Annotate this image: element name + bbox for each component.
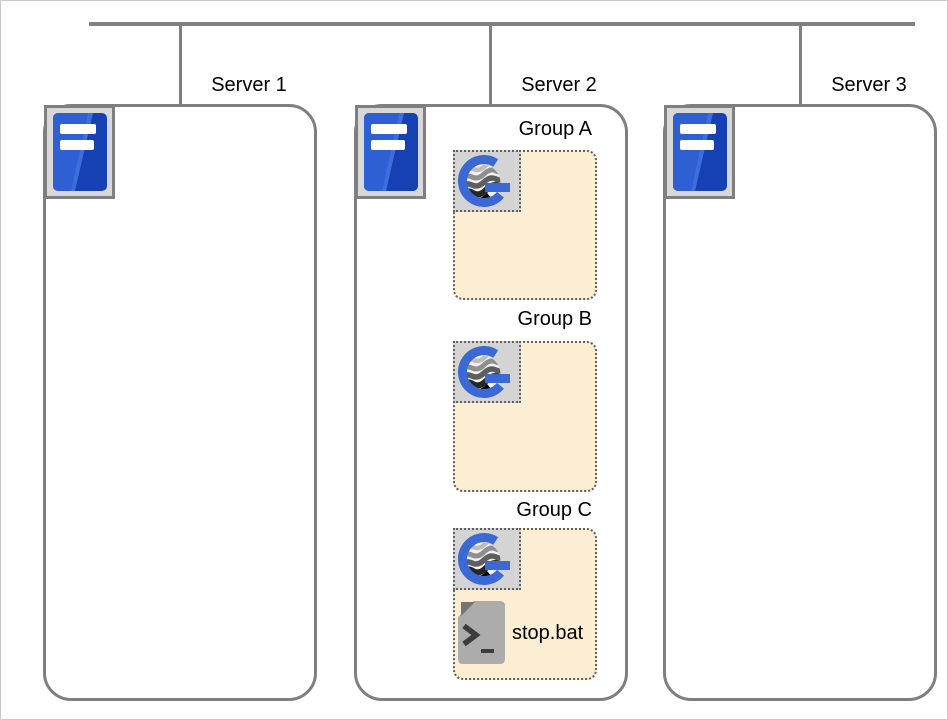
server2-label: Server 2 xyxy=(521,74,597,96)
g-application-icon xyxy=(453,528,521,590)
server-tower-icon xyxy=(355,105,426,199)
g-application-icon xyxy=(453,341,521,403)
server2-box: Group A Group B Group C stop.bat xyxy=(354,104,628,701)
connector-server3 xyxy=(799,23,802,107)
group-a-label: Group A xyxy=(518,118,592,140)
connector-server2 xyxy=(489,23,492,107)
server1-label: Server 1 xyxy=(211,74,287,96)
group-a-box xyxy=(453,150,597,300)
server3-label: Server 3 xyxy=(831,74,907,96)
network-bus-line xyxy=(89,22,915,26)
group-c-box: stop.bat xyxy=(453,528,597,680)
g-application-icon xyxy=(453,150,521,212)
connector-server1 xyxy=(179,23,182,107)
group-c-label: Group C xyxy=(516,499,592,521)
script-file-icon xyxy=(457,600,506,665)
server-tower-icon xyxy=(664,105,735,199)
file-stop-bat: stop.bat xyxy=(457,600,583,665)
group-b-box xyxy=(453,341,597,492)
group-b-label: Group B xyxy=(517,308,592,330)
server-tower-icon xyxy=(44,105,115,199)
file-name-label: stop.bat xyxy=(512,621,584,644)
server3-box xyxy=(663,104,937,701)
server1-box xyxy=(43,104,317,701)
